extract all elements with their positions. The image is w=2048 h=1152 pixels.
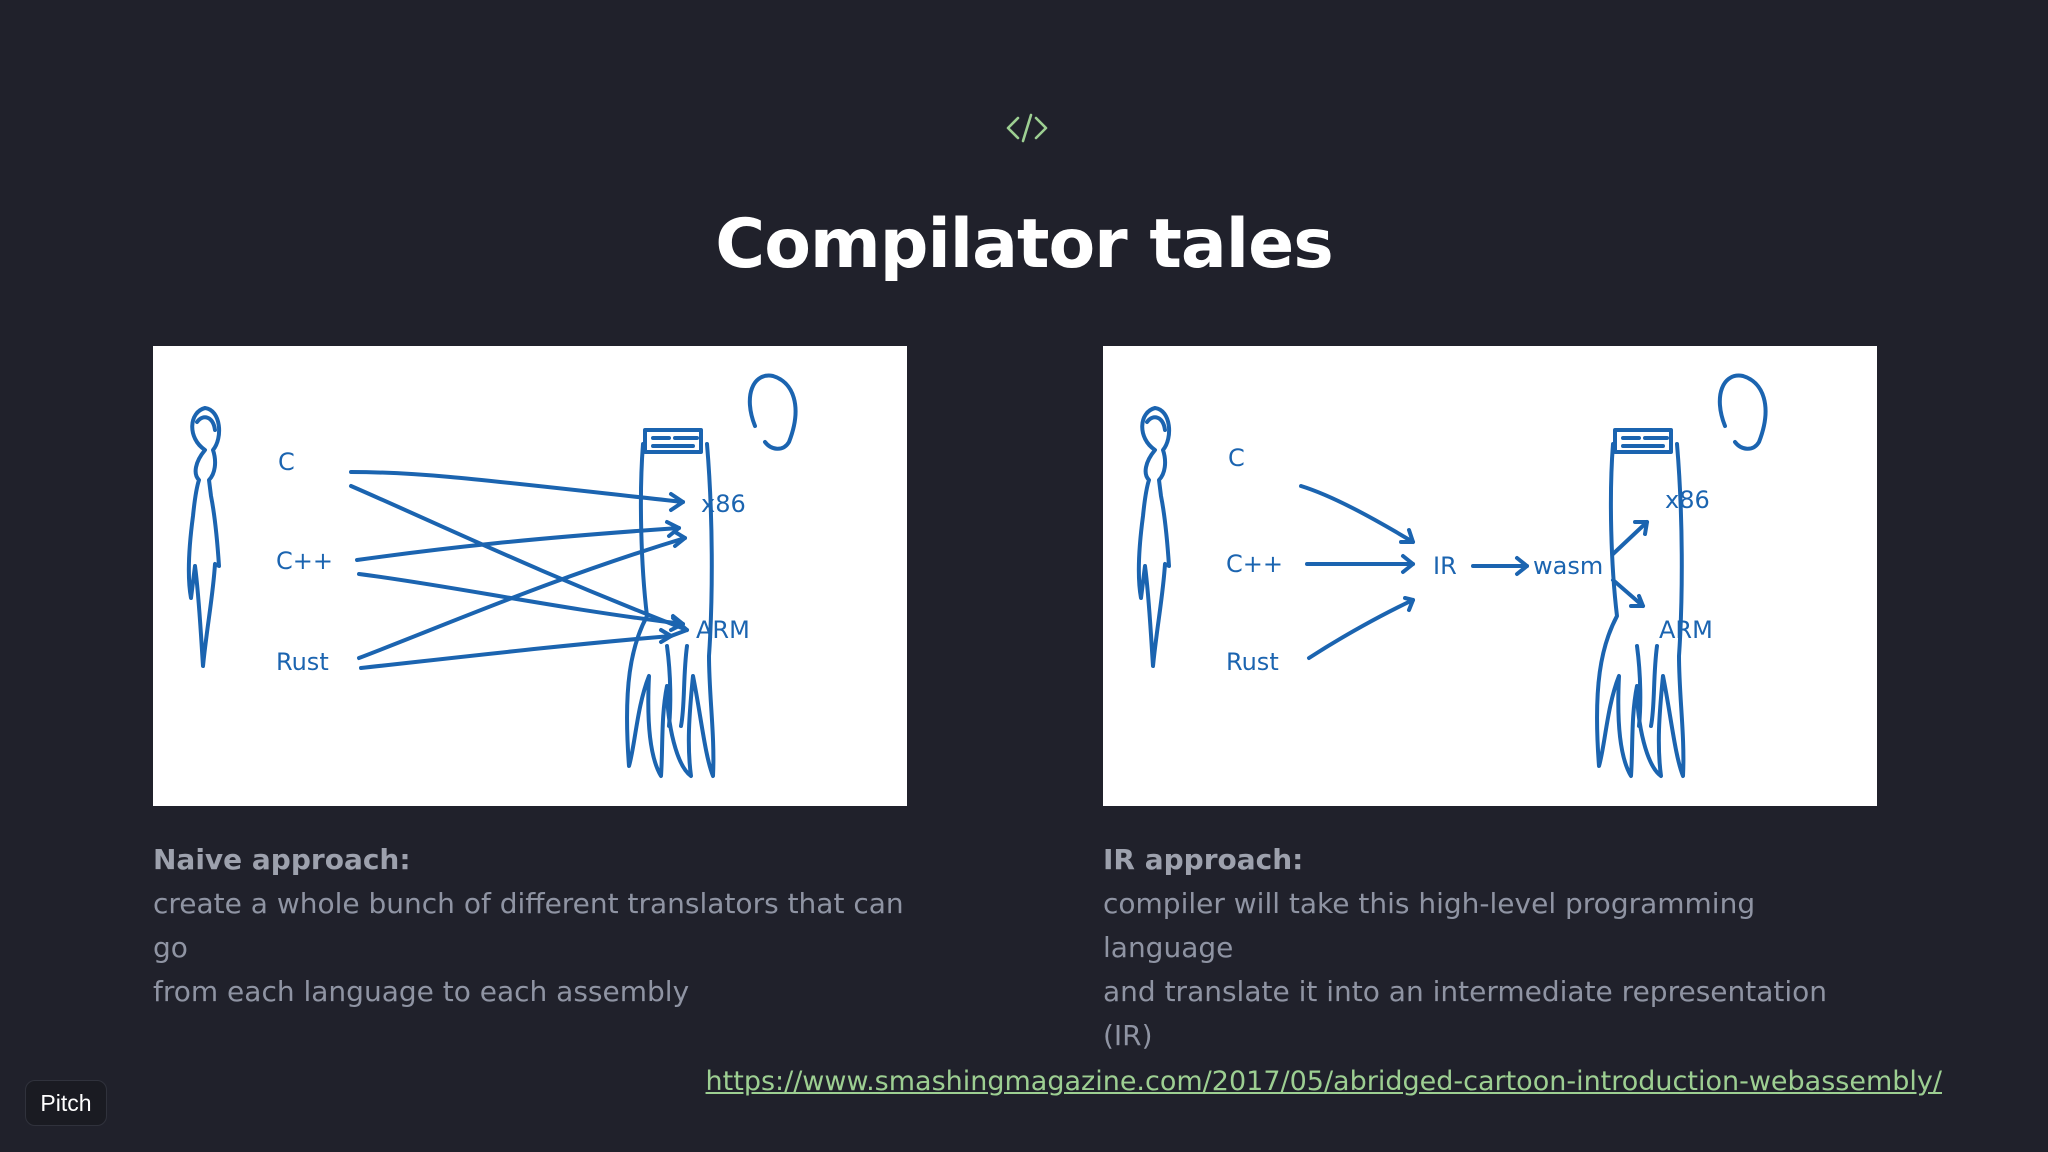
- ir-approach-caption: IR approach: compiler will take this hig…: [1103, 838, 1883, 1058]
- monster-figure: [1595, 373, 1768, 778]
- naive-diagram-svg: C C++ Rust x86 ARM: [186, 373, 798, 778]
- naive-approach-diagram: C C++ Rust x86 ARM: [153, 346, 907, 806]
- diagram-source-cpp: C++: [1226, 550, 1283, 578]
- person-figure: [1136, 406, 1172, 668]
- caption-text-line: compiler will take this high-level progr…: [1103, 887, 1756, 964]
- diagram-source-rust: Rust: [276, 648, 329, 676]
- source-link[interactable]: https://www.smashingmagazine.com/2017/05…: [705, 1066, 1942, 1097]
- diagram-source-c: C: [1228, 444, 1245, 472]
- naive-arrows: [349, 470, 689, 670]
- diagram-target-x86: x86: [701, 490, 746, 518]
- caption-text-line: from each language to each assembly: [153, 975, 690, 1008]
- pitch-logo[interactable]: Pitch: [25, 1080, 107, 1126]
- ir-arrows: [1299, 484, 1649, 660]
- monster-figure: [625, 373, 798, 778]
- diagram-target-arm: ARM: [696, 616, 750, 644]
- person-figure: [186, 406, 222, 668]
- diagram-target-arm: ARM: [1659, 616, 1713, 644]
- slide-title: Compilator tales: [715, 205, 1333, 284]
- diagram-wasm-node: wasm: [1533, 552, 1603, 580]
- diagram-target-x86: x86: [1665, 486, 1710, 514]
- ir-approach-diagram: C C++ Rust IR wasm x86 ARM: [1103, 346, 1877, 806]
- caption-text-line: and translate it into an intermediate re…: [1103, 975, 1828, 1052]
- diagram-source-rust: Rust: [1226, 648, 1279, 676]
- caption-heading: IR approach:: [1103, 843, 1304, 876]
- code-icon: [1006, 113, 1048, 143]
- caption-text-line: create a whole bunch of different transl…: [153, 887, 904, 964]
- ir-diagram-svg: C C++ Rust IR wasm x86 ARM: [1136, 373, 1768, 778]
- diagram-source-c: C: [278, 448, 295, 476]
- caption-heading: Naive approach:: [153, 843, 411, 876]
- naive-approach-caption: Naive approach: create a whole bunch of …: [153, 838, 913, 1014]
- diagram-ir-node: IR: [1433, 552, 1457, 580]
- diagram-source-cpp: C++: [276, 547, 333, 575]
